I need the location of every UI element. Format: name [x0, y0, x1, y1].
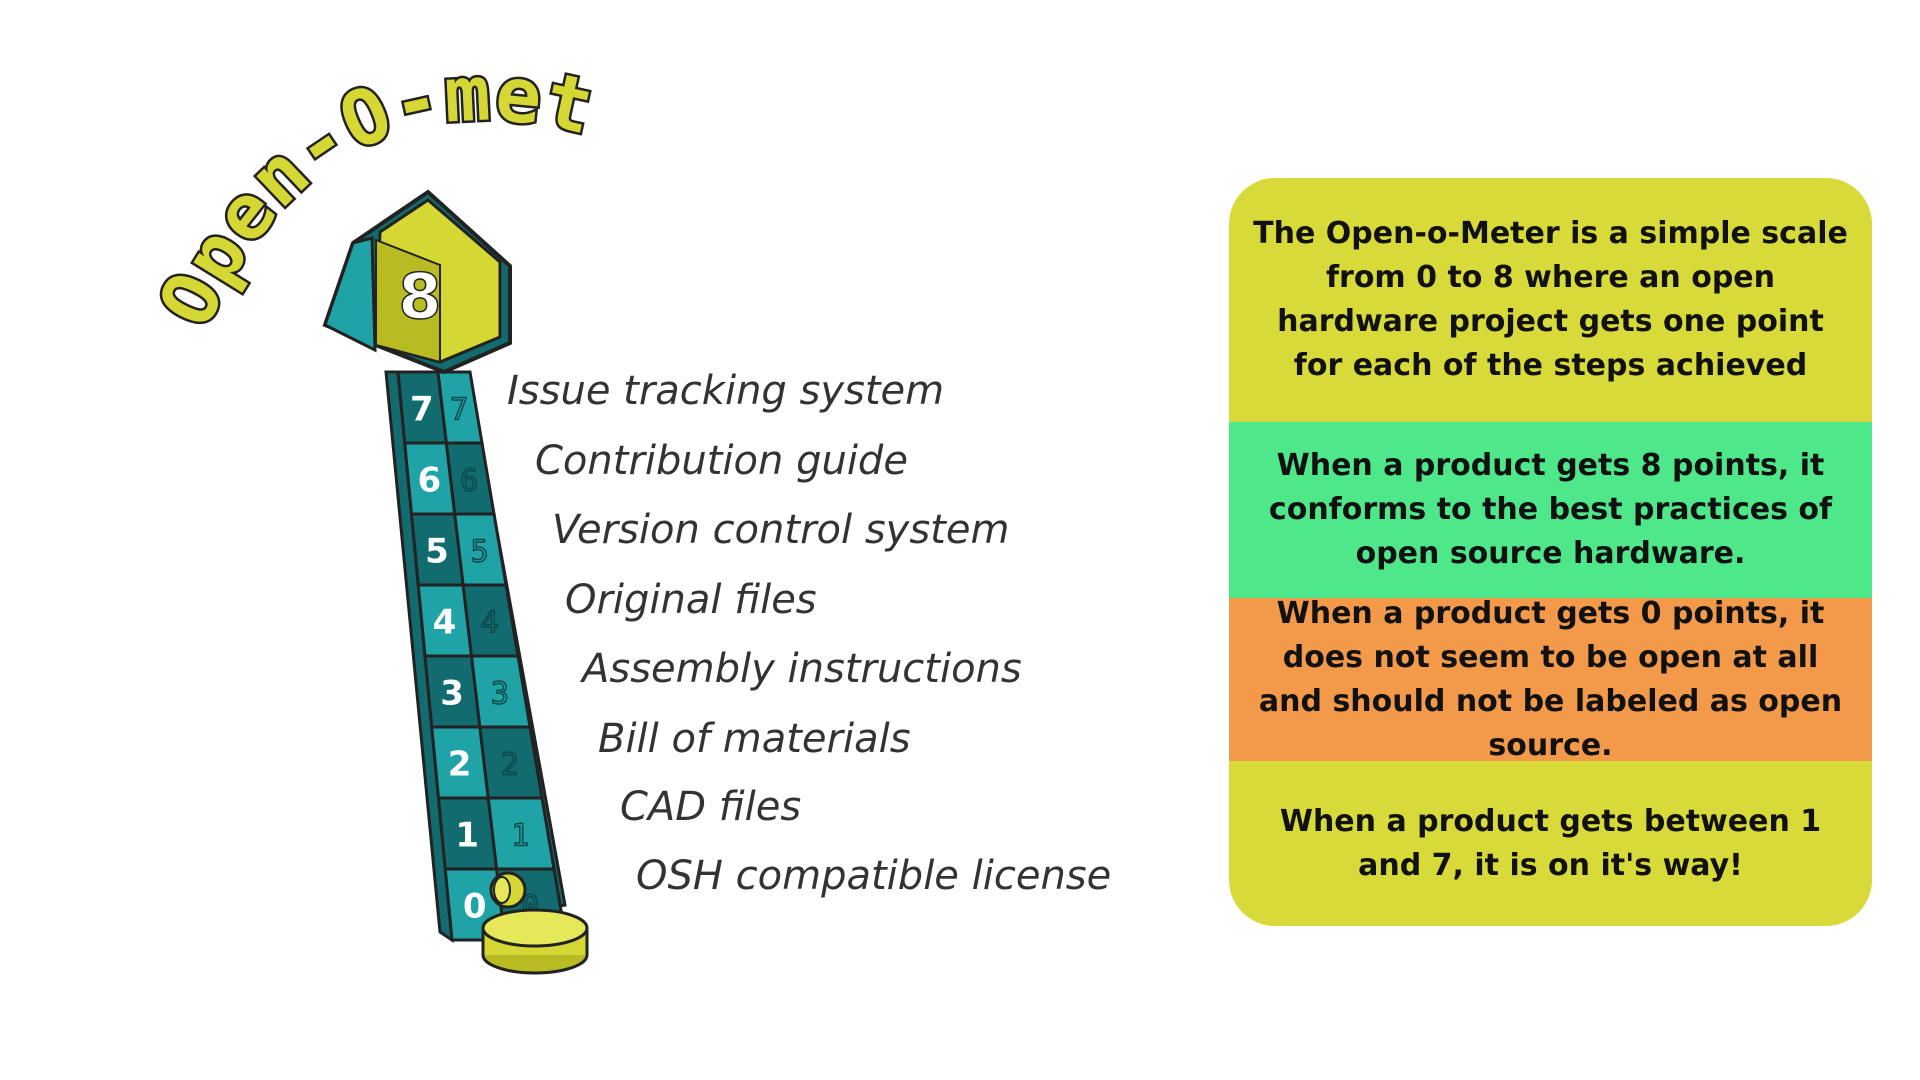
step-label-7: Issue tracking system	[507, 368, 945, 414]
step-label-6: Contribution guide	[535, 438, 908, 484]
step-label-5: Version control system	[552, 507, 1010, 553]
info-block-between: When a product gets between 1 and 7, it …	[1229, 761, 1872, 926]
step-label-4: Original files	[565, 577, 817, 623]
info-block-eight-points: When a product gets 8 points, it conform…	[1229, 422, 1872, 598]
tower-ghost-number-2: 2	[501, 748, 519, 783]
step-label-2: Bill of materials	[598, 716, 911, 762]
tower-step-number-0: 0	[463, 887, 487, 927]
info-block-intro: The Open-o-Meter is a simple scale from …	[1229, 178, 1872, 422]
coin-icon	[481, 908, 589, 975]
info-eight-points-text: When a product gets 8 points, it conform…	[1268, 448, 1833, 571]
info-zero-points-text: When a product gets 0 points, it does no…	[1258, 595, 1843, 763]
top-score-number: 8	[398, 260, 441, 333]
meter-title: Open-O-meter	[0, 0, 603, 340]
step-label-0: OSH compatible license	[636, 853, 1112, 899]
tower-ghost-number-7: 7	[450, 393, 468, 428]
tower-ghost-number-1: 1	[511, 819, 529, 854]
tower-step-number-5: 5	[425, 532, 449, 572]
tower-ghost-number-6: 6	[460, 464, 478, 499]
small-coin-icon	[489, 871, 527, 909]
tower-step-number-1: 1	[455, 816, 479, 856]
tower-ghost-number-4: 4	[481, 606, 499, 641]
tower-step-number-2: 2	[448, 745, 472, 785]
tower-step-number-6: 6	[418, 461, 442, 501]
tower-ghost-number-5: 5	[470, 535, 488, 570]
tower-step-number-4: 4	[433, 603, 457, 643]
info-intro-text: The Open-o-Meter is a simple scale from …	[1253, 216, 1848, 383]
info-block-zero-points: When a product gets 0 points, it does no…	[1229, 596, 1872, 763]
tower-step-number-7: 7	[410, 390, 434, 430]
step-label-1: CAD files	[620, 784, 802, 830]
step-label-3: Assembly instructions	[582, 646, 1022, 692]
tower-step-number-3: 3	[440, 674, 464, 714]
info-between-text: When a product gets between 1 and 7, it …	[1279, 803, 1822, 883]
tower-cell-right-7	[436, 370, 484, 445]
hexagon-cap-icon	[322, 189, 512, 375]
info-panel: The Open-o-Meter is a simple scale from …	[1229, 178, 1872, 926]
tower-ghost-number-3: 3	[491, 677, 509, 712]
